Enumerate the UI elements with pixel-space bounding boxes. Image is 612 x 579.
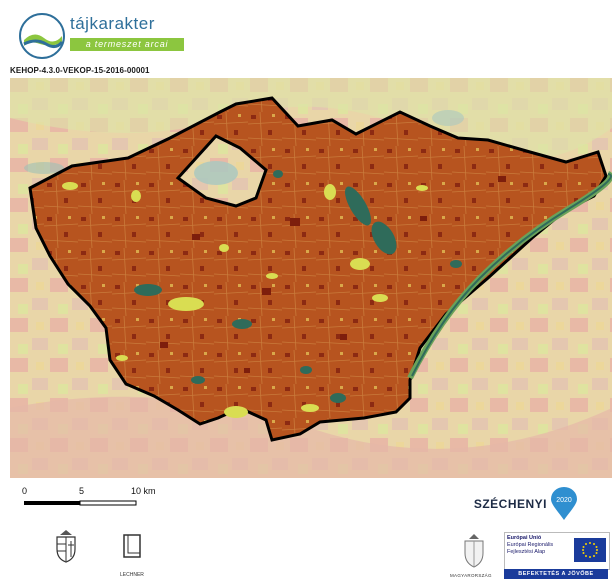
investment-slogan: BEFEKTETÉS A JÖVŐBE bbox=[504, 569, 608, 579]
brand-title: tájkarakter bbox=[70, 14, 155, 33]
eu-fund-panel: Európai Unió Európai Regionális Fejleszt… bbox=[504, 532, 610, 570]
map-canvas bbox=[10, 78, 612, 478]
tajkarakter-logo: tájkarakter a termeszet arcai bbox=[18, 12, 184, 64]
footer-right-logos: MAGYARORSZÁG Európai Unió Európai Region… bbox=[448, 523, 612, 579]
eu-line-1: Európai Unió bbox=[507, 535, 542, 541]
eu-text-block: Európai Unió Európai Regionális Fejleszt… bbox=[507, 535, 553, 556]
eu-flag-icon bbox=[574, 538, 606, 562]
project-code: KEHOP-4.3.0-VEKOP-15-2016-00001 bbox=[10, 66, 150, 75]
hungary-coat-of-arms-icon bbox=[464, 534, 484, 568]
eu-line-3: Fejlesztési Alap bbox=[507, 549, 546, 555]
land-cover-map bbox=[10, 78, 612, 478]
scale-label-10km: 10 km bbox=[131, 486, 156, 496]
magyarorszag-label: MAGYARORSZÁG bbox=[450, 573, 492, 578]
szechenyi-text: SZÉCHENYI bbox=[473, 497, 547, 511]
coat-of-arms-icon bbox=[56, 530, 76, 563]
scale-bar-graphic bbox=[24, 500, 137, 506]
eu-line-2: Európai Regionális bbox=[507, 542, 554, 548]
szechenyi-year: 2020 bbox=[556, 497, 572, 504]
scale-label-0: 0 bbox=[22, 486, 28, 496]
landscape-logo-icon bbox=[19, 13, 65, 59]
lechner-label: LECHNER bbox=[120, 572, 144, 578]
map-pin-icon: 2020 bbox=[551, 487, 577, 520]
scale-bar: 0 5 10 km bbox=[22, 486, 182, 510]
lechner-logo-icon bbox=[123, 534, 141, 558]
szechenyi-2020-logo: SZÉCHENYI 2020 bbox=[473, 487, 578, 520]
footer-left-logos: LECHNER bbox=[46, 527, 166, 579]
brand-subtitle: a termeszet arcai bbox=[70, 38, 184, 51]
scale-label-5: 5 bbox=[79, 486, 85, 496]
